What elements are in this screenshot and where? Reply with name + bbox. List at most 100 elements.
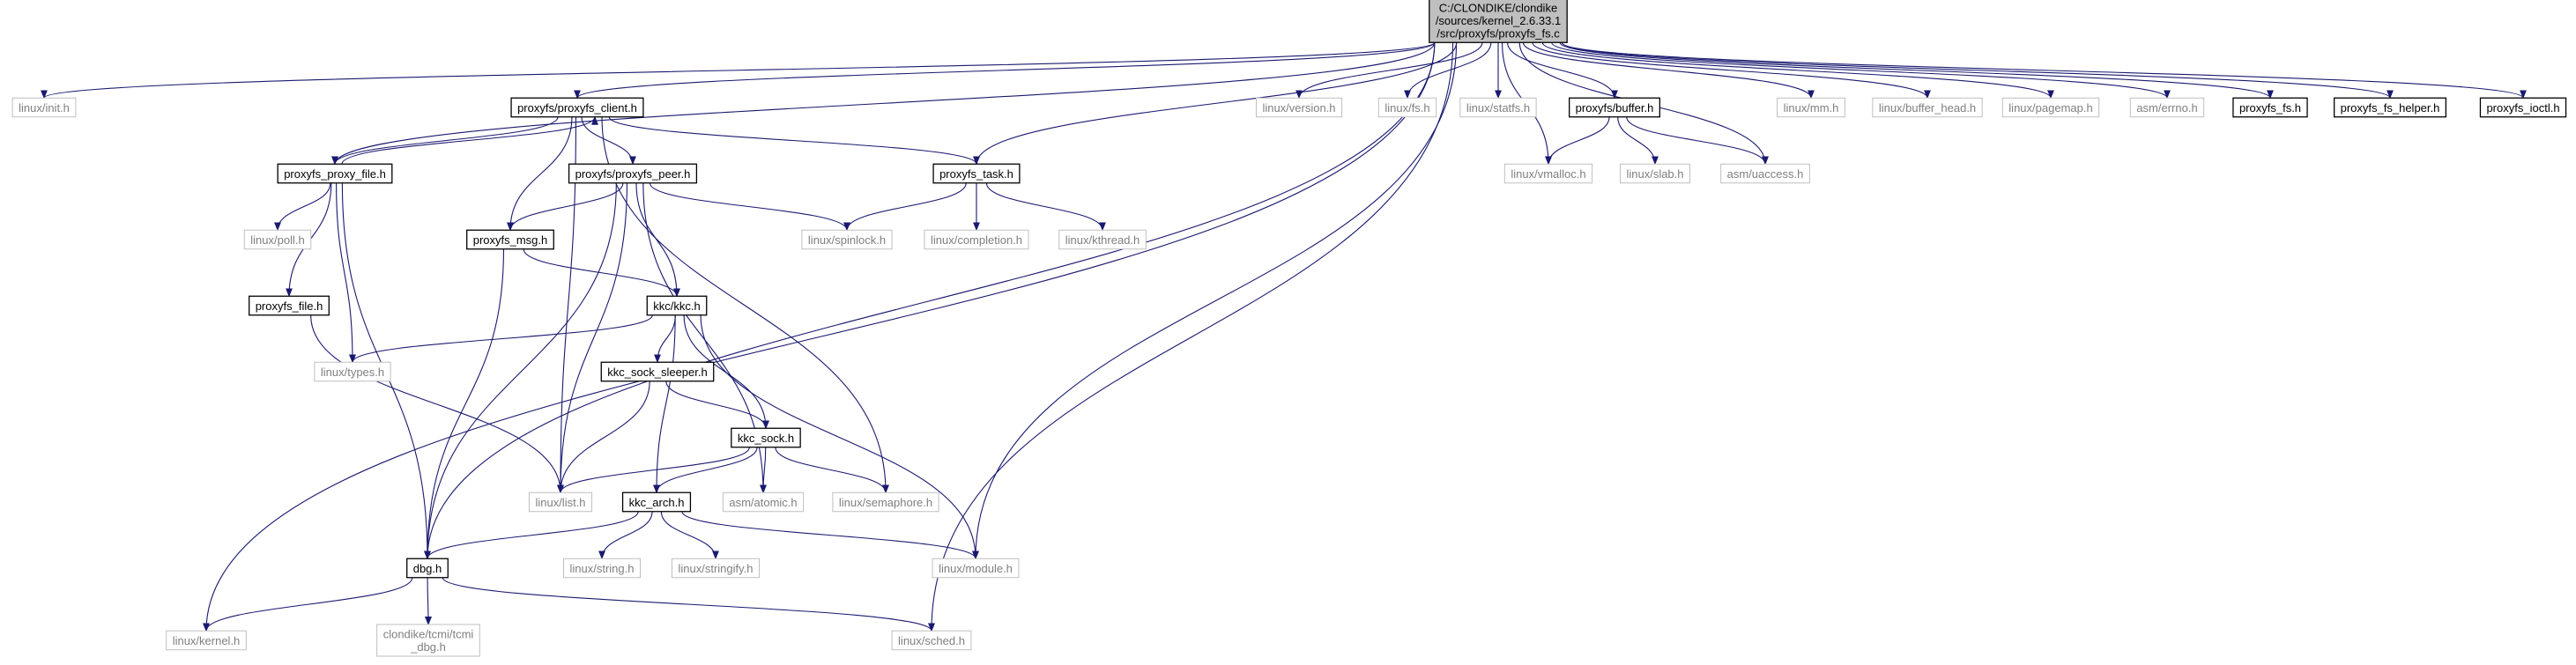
edge-client-to-peer [581,116,636,166]
edge-peer-to-msg [507,182,624,232]
edge-client-to-semaphore [601,116,889,494]
node-dbg[interactable]: dbg.h [406,558,449,579]
node-box [600,361,715,382]
node-pagemap: linux/pagemap.h [2001,97,2100,118]
node-init: linux/init.h [11,97,77,118]
node-label: linux/types.h [321,366,384,379]
edge-root-to-kernel [203,42,1436,632]
node-sock[interactable]: kkc_sock.h [731,427,801,448]
node-box [1377,97,1437,118]
node-proxyfs-fs[interactable]: proxyfs_fs.h [2232,97,2308,118]
node-label: linux/module.h [939,562,1013,575]
node-box [2333,97,2447,118]
edge-buffer-to-uaccess [1626,116,1769,166]
edge-sock-to-atomic [760,447,768,494]
edge-root-to-ioctl [1561,41,2527,100]
node-box [891,630,972,651]
node-box [166,630,247,651]
node-box [563,558,641,579]
node-box [1058,229,1147,250]
edge-buffer-to-slab [1617,116,1659,166]
node-fs: linux/fs.h [1377,97,1437,118]
edge-root-to-buffer-head [1532,42,1931,100]
node-box [932,558,1020,579]
node-label: asm/uaccess.h [1727,167,1804,181]
node-proxy-file[interactable]: proxyfs_proxy_file.h [277,163,393,184]
edge-dbg-to-tcmi-dbg [424,577,432,625]
node-task[interactable]: proxyfs_task.h [932,163,1021,184]
node-arch[interactable]: kkc_arch.h [621,491,692,513]
edge-proxy-file-to-types [336,182,356,364]
edge-root-to-pagemap [1541,42,2054,100]
node-label: kkc_arch.h [629,496,685,509]
node-label: linux/buffer_head.h [1879,101,1976,115]
edge-root-to-module [972,42,1458,560]
edge-peer-to-dbg [424,182,617,560]
node-label: /sources/kernel_2.6.33.1 [1436,14,1561,27]
edge-task-to-kthread [985,182,1106,232]
node-spinlock: linux/spinlock.h [801,229,893,250]
node-box [1619,163,1691,184]
edge-root-to-mm [1522,42,1815,100]
node-box [1777,97,1845,118]
node-label: linux/list.h [535,496,585,509]
node-label: proxyfs_proxy_file.h [284,167,386,181]
node-box [801,229,893,250]
edge-kkc-to-arch [653,314,676,494]
node-box [249,295,330,316]
node-box [466,229,554,250]
edge-msg-to-dbg [424,248,505,560]
node-box [932,163,1021,184]
node-statfs: linux/statfs.h [1459,97,1537,118]
node-root[interactable]: C:/CLONDIKE/clondike/sources/kernel_2.6.… [1429,0,1568,43]
edge-sock-sleeper-to-sock [665,381,769,430]
node-box [731,427,801,448]
node-box [1459,97,1537,118]
node-stringify: linux/stringify.h [671,558,761,579]
edge-proxy-file-to-poll [274,182,331,232]
node-box [2232,97,2308,118]
node-fs-helper[interactable]: proxyfs_fs_helper.h [2333,97,2447,118]
node-peer[interactable]: proxyfs/proxyfs_peer.h [568,163,698,184]
node-errno: asm/errno.h [2129,97,2205,118]
node-box [510,97,644,118]
node-buffer[interactable]: proxyfs/buffer.h [1569,97,1660,118]
node-kthread: linux/kthread.h [1058,229,1147,250]
node-slab: linux/slab.h [1619,163,1691,184]
edge-kkc-to-module [700,314,979,560]
edge-root-to-proxyfs-fs [1559,41,2274,100]
edge-root-to-fs [1404,42,1492,100]
node-completion: linux/completion.h [924,229,1029,250]
node-label: linux/init.h [19,101,70,115]
edge-root-to-sched [928,42,1454,632]
node-label: linux/string.h [570,562,635,575]
node-label: linux/completion.h [931,233,1022,247]
edge-msg-to-kkc [523,248,680,298]
node-label: linux/kthread.h [1065,233,1140,247]
node-box [528,491,593,513]
node-box [568,163,698,184]
node-box [243,229,312,250]
node-label: kkc_sock_sleeper.h [607,366,707,379]
node-label: linux/sched.h [898,634,965,647]
node-msg[interactable]: proxyfs_msg.h [466,229,554,250]
edge-dbg-to-sched [442,577,935,632]
node-sock-sleeper[interactable]: kkc_sock_sleeper.h [600,361,715,382]
node-box [646,295,708,316]
node-box [11,97,77,118]
node-box [277,163,393,184]
node-box [406,558,449,579]
node-label: linux/mm.h [1784,101,1839,115]
edge-client-to-proxy-file [331,116,559,166]
node-client[interactable]: proxyfs/proxyfs_client.h [510,97,644,118]
edge-proxy-file-to-client [341,115,598,165]
edge-pfile-to-list [310,314,564,494]
node-box [671,558,761,579]
node-kkc[interactable]: kkc/kkc.h [646,295,708,316]
node-ioctl[interactable]: proxyfs_ioctl.h [2479,97,2567,118]
node-poll: linux/poll.h [243,229,312,250]
node-pfile[interactable]: proxyfs_file.h [249,295,330,316]
node-label: proxyfs_msg.h [473,233,548,247]
node-label: linux/slab.h [1626,167,1683,181]
